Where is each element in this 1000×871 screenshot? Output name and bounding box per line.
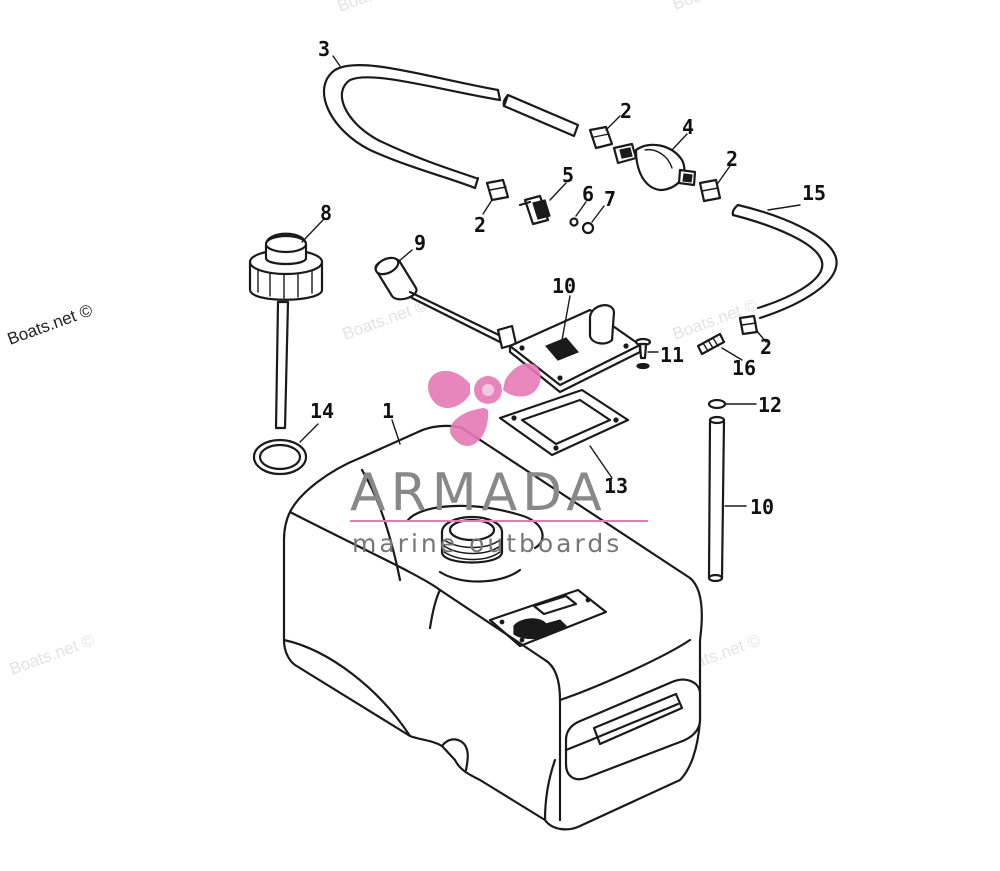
callout-16: 16 (732, 356, 756, 380)
primer-bulb (612, 142, 697, 192)
callout-10: 10 (552, 274, 576, 298)
pickup-plate (508, 304, 642, 394)
fuel-tank (282, 424, 703, 831)
watermark-site: Boats.net © (340, 295, 431, 343)
callout-12: 12 (758, 393, 782, 417)
callout-2: 2 (474, 213, 486, 237)
callout-10: 10 (750, 495, 774, 519)
callout-6: 6 (582, 182, 594, 206)
brand-name: ARMADA (350, 463, 607, 523)
callout-1: 1 (382, 399, 394, 423)
callout-2: 2 (760, 335, 772, 359)
hose-clamp-fittings (485, 125, 759, 336)
callout-11: 11 (660, 343, 684, 367)
watermark-site-left: Boats.net © (5, 300, 96, 348)
o-ring-small-6 (569, 217, 579, 227)
fitting-lower-right (738, 314, 759, 336)
spring-fitting (696, 332, 726, 356)
callout-8: 8 (320, 201, 332, 225)
hose-connector (518, 194, 551, 226)
callout-5: 5 (562, 163, 574, 187)
callout-labels: 3 2 4 2 5 6 7 2 15 8 9 10 2 11 16 12 14 … (310, 37, 826, 519)
watermark-site: Boats.net © (670, 0, 761, 14)
callout-3: 3 (318, 37, 330, 61)
pickup-gasket (498, 388, 630, 457)
fitting-right (698, 178, 722, 203)
fuel-hose-right (731, 203, 838, 320)
callout-2: 2 (620, 99, 632, 123)
callout-9: 9 (414, 231, 426, 255)
watermark-site: Boats.net © (7, 630, 98, 678)
armada-watermark: ARMADA marine outboards (350, 363, 648, 558)
propeller-logo-icon (428, 363, 541, 447)
callout-2: 2 (726, 147, 738, 171)
callout-15: 15 (802, 181, 826, 205)
fitting-middle-left (485, 178, 510, 202)
cap-gasket-ring (252, 438, 308, 476)
brand-tagline: marine outboards (352, 529, 622, 558)
o-ring-12 (707, 398, 727, 410)
fuel-gauge-float (374, 256, 518, 350)
fuel-cap-gauge (248, 232, 324, 430)
watermark-site: Boats.net © (335, 0, 426, 16)
callout-14: 14 (310, 399, 334, 423)
fitting-upper (588, 125, 614, 150)
o-ring-small-7 (581, 221, 595, 235)
callout-4: 4 (682, 115, 694, 139)
fuel-hose-loop (322, 64, 580, 190)
callout-13: 13 (604, 474, 628, 498)
pickup-tube (707, 415, 726, 583)
leader-lines (299, 55, 801, 507)
screw-with-washer (634, 337, 652, 370)
callout-7: 7 (604, 187, 616, 211)
